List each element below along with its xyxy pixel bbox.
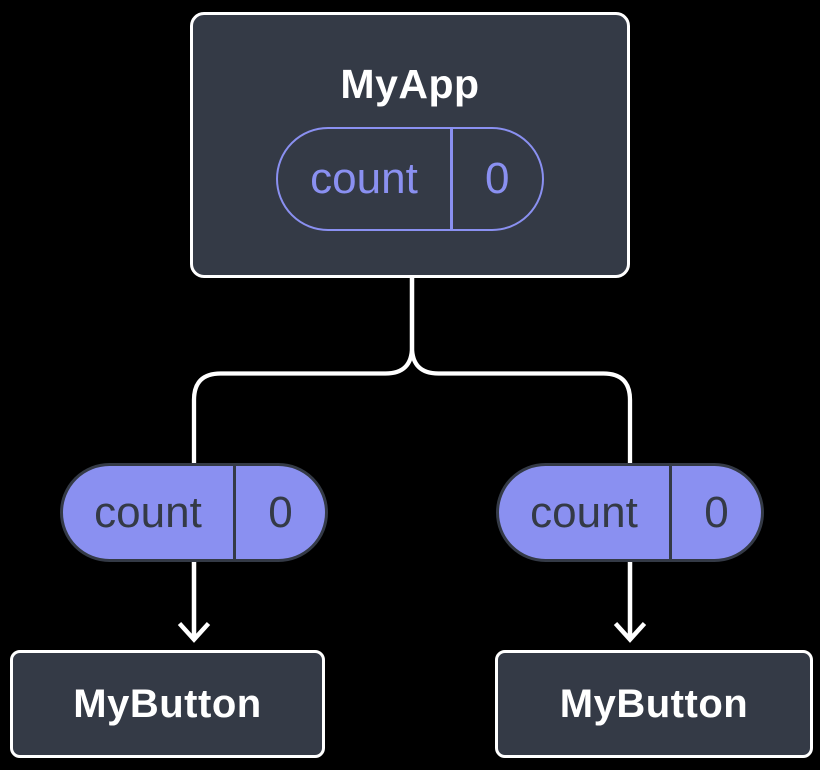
mybutton-left-node: MyButton	[10, 650, 325, 758]
state-pill-value: 0	[485, 154, 510, 203]
pill-divider	[450, 129, 453, 229]
mybutton-right-title: MyButton	[559, 681, 749, 726]
myapp-state-pill: count 0	[276, 127, 544, 231]
pill-divider	[233, 466, 236, 559]
myapp-title: MyApp	[340, 61, 480, 107]
prop-pill-label: count	[94, 487, 202, 537]
left-prop-pill: count 0	[60, 463, 328, 562]
prop-pill-value: 0	[704, 487, 729, 537]
branch-right-line	[409, 277, 633, 464]
arrow-down-right	[613, 561, 647, 643]
branch-left-line	[191, 277, 415, 464]
mybutton-right-node: MyButton	[495, 650, 813, 758]
arrow-down-left	[177, 561, 211, 643]
prop-pill-value: 0	[268, 487, 293, 537]
mybutton-left-title: MyButton	[73, 681, 262, 726]
prop-pill-label: count	[530, 487, 638, 537]
state-pill-label: count	[310, 154, 418, 203]
right-prop-pill: count 0	[496, 463, 764, 562]
myapp-node: MyApp count 0	[190, 12, 630, 278]
pill-divider	[669, 466, 672, 559]
